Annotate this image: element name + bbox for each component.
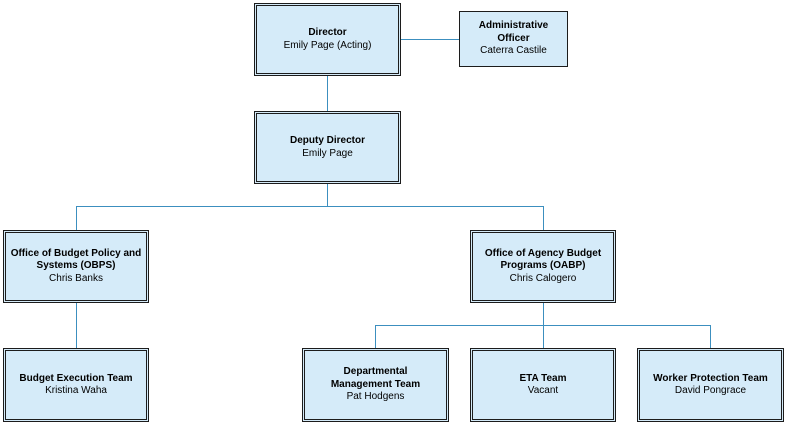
deputy-director-title: Deputy Director	[289, 135, 365, 146]
oabp-box: Office of Agency Budget Programs (OABP) …	[470, 230, 616, 303]
budget-execution-name: Kristina Waha	[45, 385, 107, 396]
director-title: Director	[308, 27, 347, 38]
worker-protection-box: Worker Protection Team David Pongrace	[637, 348, 784, 422]
worker-protection-name: David Pongrace	[674, 385, 747, 396]
admin-officer-name: Caterra Castile	[480, 45, 547, 57]
deputy-director-box: Deputy Director Emily Page	[254, 111, 401, 184]
obps-title: Office of Budget Policy and Systems (OBP…	[10, 247, 142, 272]
obps-name: Chris Banks	[49, 272, 103, 284]
deputy-director-name: Emily Page	[302, 147, 353, 159]
eta-name: Vacant	[527, 385, 559, 396]
oabp-title: Office of Agency Budget Programs (OABP)	[484, 247, 602, 272]
eta-title: ETA Team	[519, 372, 567, 384]
departmental-mgmt-name: Pat Hodgens	[346, 391, 405, 403]
director-box: Director Emily Page (Acting)	[254, 3, 401, 76]
worker-protection-title: Worker Protection Team	[653, 372, 768, 384]
departmental-mgmt-box: Departmental Management Team Pat Hodgens	[302, 348, 449, 422]
budget-execution-title: Budget Execution Team	[19, 372, 133, 384]
obps-box: Office of Budget Policy and Systems (OBP…	[3, 230, 149, 303]
departmental-mgmt-title: Departmental Management Team	[330, 366, 421, 390]
oabp-name: Chris Calogero	[509, 272, 577, 284]
budget-execution-box: Budget Execution Team Kristina Waha	[3, 348, 149, 422]
director-name: Emily Page (Acting)	[283, 39, 372, 51]
admin-officer-box: Administrative Officer Caterra Castile	[459, 11, 568, 67]
admin-officer-title: Administrative Officer	[478, 20, 549, 44]
eta-box: ETA Team Vacant	[470, 348, 616, 422]
